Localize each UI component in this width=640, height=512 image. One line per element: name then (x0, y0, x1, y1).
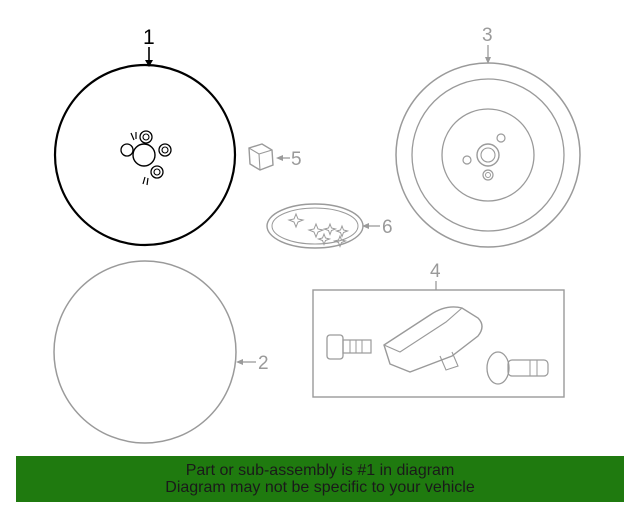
callout-label-5: 5 (291, 149, 302, 170)
callout-label-2: 2 (258, 353, 269, 374)
wheel-lug-seat (139, 130, 153, 144)
emblem-star (332, 234, 348, 248)
screw-thread (349, 340, 363, 353)
emblem-star (287, 212, 305, 229)
footer-notice: Part or sub-assembly is #1 in diagram Di… (16, 456, 624, 502)
sensor-body (383, 306, 483, 373)
callout-arrow-6 (362, 223, 369, 229)
sensor-kit-box (312, 289, 565, 398)
callout-label-3: 3 (482, 25, 493, 46)
callout-arrow-5 (276, 155, 283, 161)
part-6-center-emblem[interactable]: 6 (266, 203, 393, 249)
spare-wheel-rim-outer (395, 62, 581, 248)
valve-stem-mark (142, 176, 149, 186)
lug-nut-body (248, 143, 274, 171)
wheel-bolt-hole (120, 143, 134, 157)
wheel-cover-outline (53, 260, 237, 444)
callout-arrow-1 (145, 60, 153, 67)
part-1-wheel[interactable]: 1 (53, 26, 237, 247)
wheel-lug-seat (158, 143, 172, 157)
sensor-valve (486, 351, 549, 385)
sensor-housing (383, 306, 483, 373)
callout-arrow-3 (485, 57, 491, 64)
callout-label-6: 6 (382, 217, 393, 238)
emblem-star (307, 222, 325, 239)
part-2-wheel-cover[interactable]: 2 (53, 260, 269, 444)
emblem-star (322, 222, 338, 236)
screw-shank (342, 339, 372, 354)
part-4-tire-pressure-sensor-kit[interactable]: 4 (312, 261, 565, 398)
wheel-lug-seat-inner (161, 146, 169, 154)
sensor-face (383, 307, 463, 353)
lug-nut-facet (248, 147, 273, 171)
part-3-spare-wheel[interactable]: 3 (395, 25, 581, 248)
spare-wheel-bolt-hole (462, 155, 472, 165)
footer-line-1: Part or sub-assembly is #1 in diagram (185, 462, 455, 479)
emblem-inner-ring (271, 207, 359, 245)
screw-head (326, 334, 344, 360)
wheel-lug-seat (150, 165, 164, 179)
spare-wheel-disc (441, 108, 535, 202)
sensor-screw (326, 334, 372, 360)
valve-ribs (529, 360, 538, 376)
spare-wheel-rim-inner (411, 78, 565, 232)
wheel-lug-seat-inner (153, 168, 161, 176)
spare-wheel-bolt-hole-inner (485, 172, 491, 178)
wheel-lug-seat-inner (142, 133, 150, 141)
wheel-hub (132, 143, 156, 167)
part-5-lug-nut[interactable]: 5 (248, 143, 302, 171)
emblem-star (316, 232, 332, 246)
valve-stem (507, 359, 549, 377)
valve-stem-mark (130, 132, 137, 141)
emblem-star (334, 224, 350, 238)
spare-wheel-bolt-hole (496, 133, 506, 143)
spare-wheel-bolt-hole (482, 169, 494, 181)
spare-wheel-hub (476, 143, 500, 167)
callout-label-4: 4 (430, 261, 441, 282)
callout-arrow-2 (236, 359, 243, 365)
sensor-stem (439, 351, 459, 371)
callout-label-1: 1 (143, 26, 155, 49)
spare-wheel-hub-inner (480, 147, 496, 163)
footer-line-2: Diagram may not be specific to your vehi… (165, 479, 475, 496)
wheel-outline (53, 63, 237, 247)
valve-base (486, 351, 510, 385)
